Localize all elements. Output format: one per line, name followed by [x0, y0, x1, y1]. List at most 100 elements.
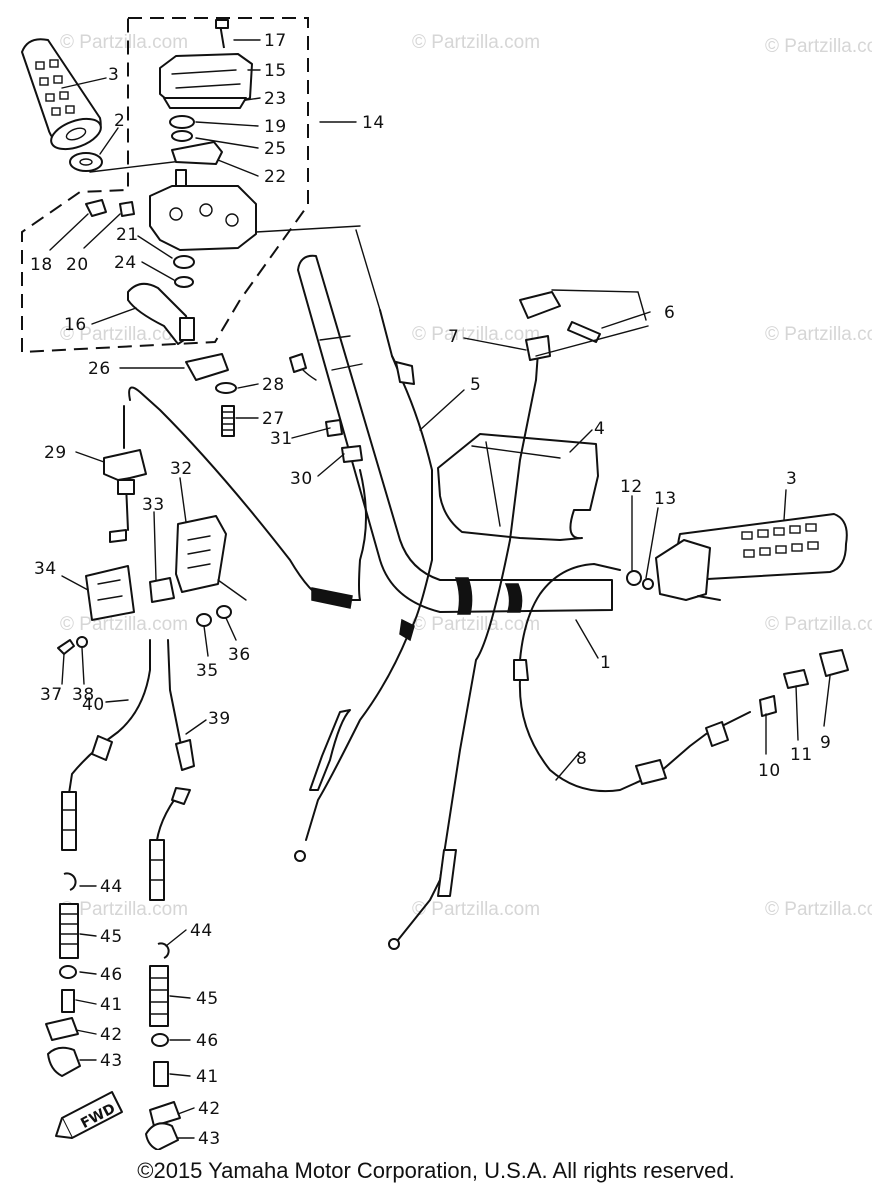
callout-38: 38 [72, 685, 95, 705]
watermark: © Partzilla.com [412, 32, 540, 53]
callout-37: 37 [40, 685, 63, 705]
watermark: © Partzilla.com [60, 614, 188, 635]
watermark: © Partzilla.com [60, 32, 188, 53]
left-grip [21, 38, 102, 151]
screw [57, 639, 75, 655]
callout-43: 43 [100, 1051, 123, 1071]
callout-3-right: 3 [786, 469, 797, 489]
callout-42: 42 [100, 1025, 123, 1045]
callout-26: 26 [88, 359, 111, 379]
callout-27: 27 [262, 409, 285, 429]
callout-22: 22 [264, 167, 287, 187]
watermark: © Partzilla.com [765, 324, 872, 345]
callout-labels: 17 15 23 14 19 25 22 3 2 18 20 21 24 16 … [30, 31, 831, 1149]
callout-25: 25 [264, 139, 287, 159]
cable-8 [518, 679, 661, 793]
spring [175, 169, 187, 187]
callout-39: 39 [208, 709, 231, 729]
exploded-view-diagram: © Partzilla.com © Partzilla.com © Partzi… [21, 17, 872, 1150]
callout-21: 21 [116, 225, 139, 245]
callout-44: 44 [190, 921, 213, 941]
callout-41: 41 [196, 1067, 219, 1087]
callout-29: 29 [44, 443, 67, 463]
callout-45: 45 [196, 989, 219, 1009]
callout-20: 20 [66, 255, 89, 275]
lock-nut [119, 201, 135, 217]
watermark: © Partzilla.com [412, 614, 540, 635]
watermark: © Partzilla.com [412, 899, 540, 920]
callout-15: 15 [264, 61, 287, 81]
callout-34: 34 [34, 559, 57, 579]
callout-2: 2 [114, 111, 125, 131]
callout-43: 43 [198, 1129, 221, 1149]
cable-40 [67, 639, 151, 801]
watermark: © Partzilla.com [765, 899, 872, 920]
callout-8: 8 [576, 749, 587, 769]
adjuster-stack-right [145, 839, 181, 1150]
callout-30: 30 [290, 469, 313, 489]
adjuster-nut [759, 695, 777, 717]
watermark: © Partzilla.com [765, 36, 872, 57]
cable-bracket [519, 291, 561, 319]
switch-body [175, 515, 227, 593]
adjuster-stack-left [45, 791, 81, 1077]
watermark: © Partzilla.com [60, 324, 188, 345]
washer [215, 382, 237, 394]
right-grip [676, 513, 848, 581]
callout-31: 31 [270, 429, 293, 449]
watermark: © Partzilla.com [60, 899, 188, 920]
washer [171, 130, 193, 142]
cable-1 [519, 563, 621, 681]
callout-12: 12 [620, 477, 643, 497]
leader-lines [49, 39, 831, 1139]
callout-44: 44 [100, 877, 123, 897]
bracket [185, 353, 229, 381]
nut [169, 115, 195, 129]
callout-32: 32 [170, 459, 193, 479]
callout-19: 19 [264, 117, 287, 137]
brake-cable [128, 386, 361, 601]
case-gasket [163, 97, 247, 109]
callout-4: 4 [594, 419, 605, 439]
switch-plate-34 [85, 565, 135, 621]
callout-17: 17 [264, 31, 287, 51]
grip-collar [69, 152, 103, 172]
pin [567, 321, 601, 343]
callout-36: 36 [228, 645, 251, 665]
callout-7: 7 [448, 327, 459, 347]
callout-11: 11 [790, 745, 813, 765]
callout-42: 42 [198, 1099, 221, 1119]
throttle-housing [149, 185, 257, 251]
cable-end-cap [819, 649, 849, 677]
callout-46: 46 [100, 965, 123, 985]
callout-45: 45 [100, 927, 123, 947]
watermark: © Partzilla.com [412, 324, 540, 345]
callout-1: 1 [600, 653, 611, 673]
callout-18: 18 [30, 255, 53, 275]
callout-14: 14 [362, 113, 385, 133]
callout-35: 35 [196, 661, 219, 681]
callout-13: 13 [654, 489, 677, 509]
choke-cable [397, 351, 539, 941]
callout-33: 33 [142, 495, 165, 515]
callout-40: 40 [82, 695, 105, 715]
callout-23: 23 [264, 89, 287, 109]
callout-3-left: 3 [108, 65, 119, 85]
callout-46: 46 [196, 1031, 219, 1051]
callout-6: 6 [664, 303, 675, 323]
callout-10: 10 [758, 761, 781, 781]
sleeve [783, 669, 809, 689]
washer [174, 276, 194, 288]
callout-41: 41 [100, 995, 123, 1015]
switch-assembly-outline [21, 17, 309, 354]
watermark: © Partzilla.com [765, 614, 872, 635]
callout-5: 5 [470, 375, 481, 395]
switch-plate [149, 577, 175, 603]
nut [173, 255, 195, 269]
callout-28: 28 [262, 375, 285, 395]
adjust-screw [85, 199, 107, 217]
handlebar-pad [437, 433, 599, 541]
adjuster-bolt [221, 405, 235, 437]
case-cover [159, 53, 253, 105]
